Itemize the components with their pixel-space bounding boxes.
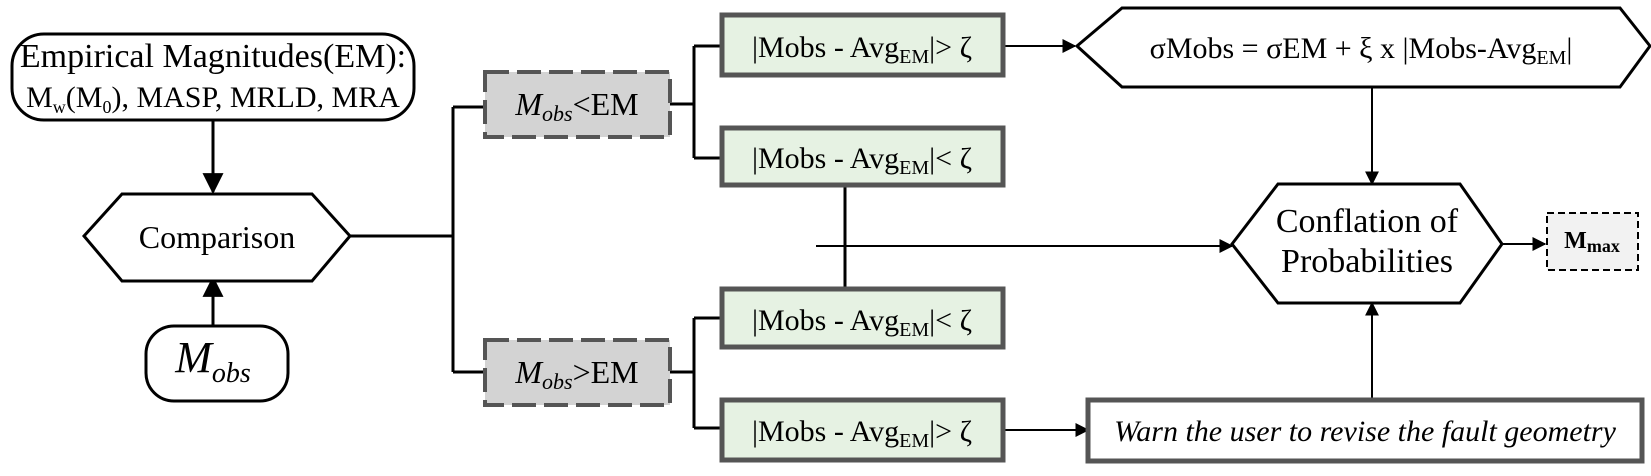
conflation-line-1: Conflation of (1276, 203, 1459, 240)
mmax-label: Mmax (1564, 228, 1620, 256)
comparison-label: Comparison (139, 219, 295, 255)
mmax-node: Mmax (1546, 212, 1639, 271)
sigma-formula-node: σMobs = σEM + ξ x |Mobs-AvgEM| (1074, 6, 1651, 89)
condition-2-text: |Mobs - AvgEM|< ζ (752, 142, 972, 179)
condition-box-2: |Mobs - AvgEM|< ζ (719, 125, 1006, 188)
conflation-line-2: Probabilities (1281, 243, 1453, 280)
warn-text: Warn the user to revise the fault geomet… (1114, 415, 1617, 448)
arrows (816, 39, 1547, 437)
condition-box-3: |Mobs - AvgEM|< ζ (719, 286, 1006, 350)
condition-box-4: |Mobs - AvgEM|> ζ (719, 397, 1006, 463)
branch-gt-label: Mobs>EM (514, 354, 638, 394)
branch-mobs-less-than-em: Mobs<EM (483, 70, 672, 139)
mobs-label: Mobs (174, 333, 251, 389)
sigma-formula-text: σMobs = σEM + ξ x |Mobs-AvgEM| (1150, 32, 1573, 69)
condition-1-text: |Mobs - AvgEM|> ζ (752, 31, 972, 68)
branch-mobs-greater-than-em: Mobs>EM (483, 338, 672, 407)
comparison-node: Comparison (82, 192, 352, 283)
mobs-node: Mobs (144, 324, 290, 403)
empirical-line-1: Empirical Magnitudes(EM): (20, 38, 406, 75)
warn-node: Warn the user to revise the fault geomet… (1085, 397, 1645, 464)
condition-box-1: |Mobs - AvgEM|> ζ (719, 12, 1006, 78)
branch-lt-label: Mobs<EM (514, 86, 638, 126)
condition-3-text: |Mobs - AvgEM|< ζ (752, 304, 972, 341)
condition-4-text: |Mobs - AvgEM|> ζ (752, 415, 972, 452)
conflation-node: Conflation of Probabilities (1230, 182, 1504, 305)
connectors (202, 44, 847, 430)
empirical-line-2: Mw(M0), MASP, MRLD, MRA (26, 81, 400, 117)
empirical-magnitudes-box: Empirical Magnitudes(EM): Mw(M0), MASP, … (10, 32, 416, 122)
